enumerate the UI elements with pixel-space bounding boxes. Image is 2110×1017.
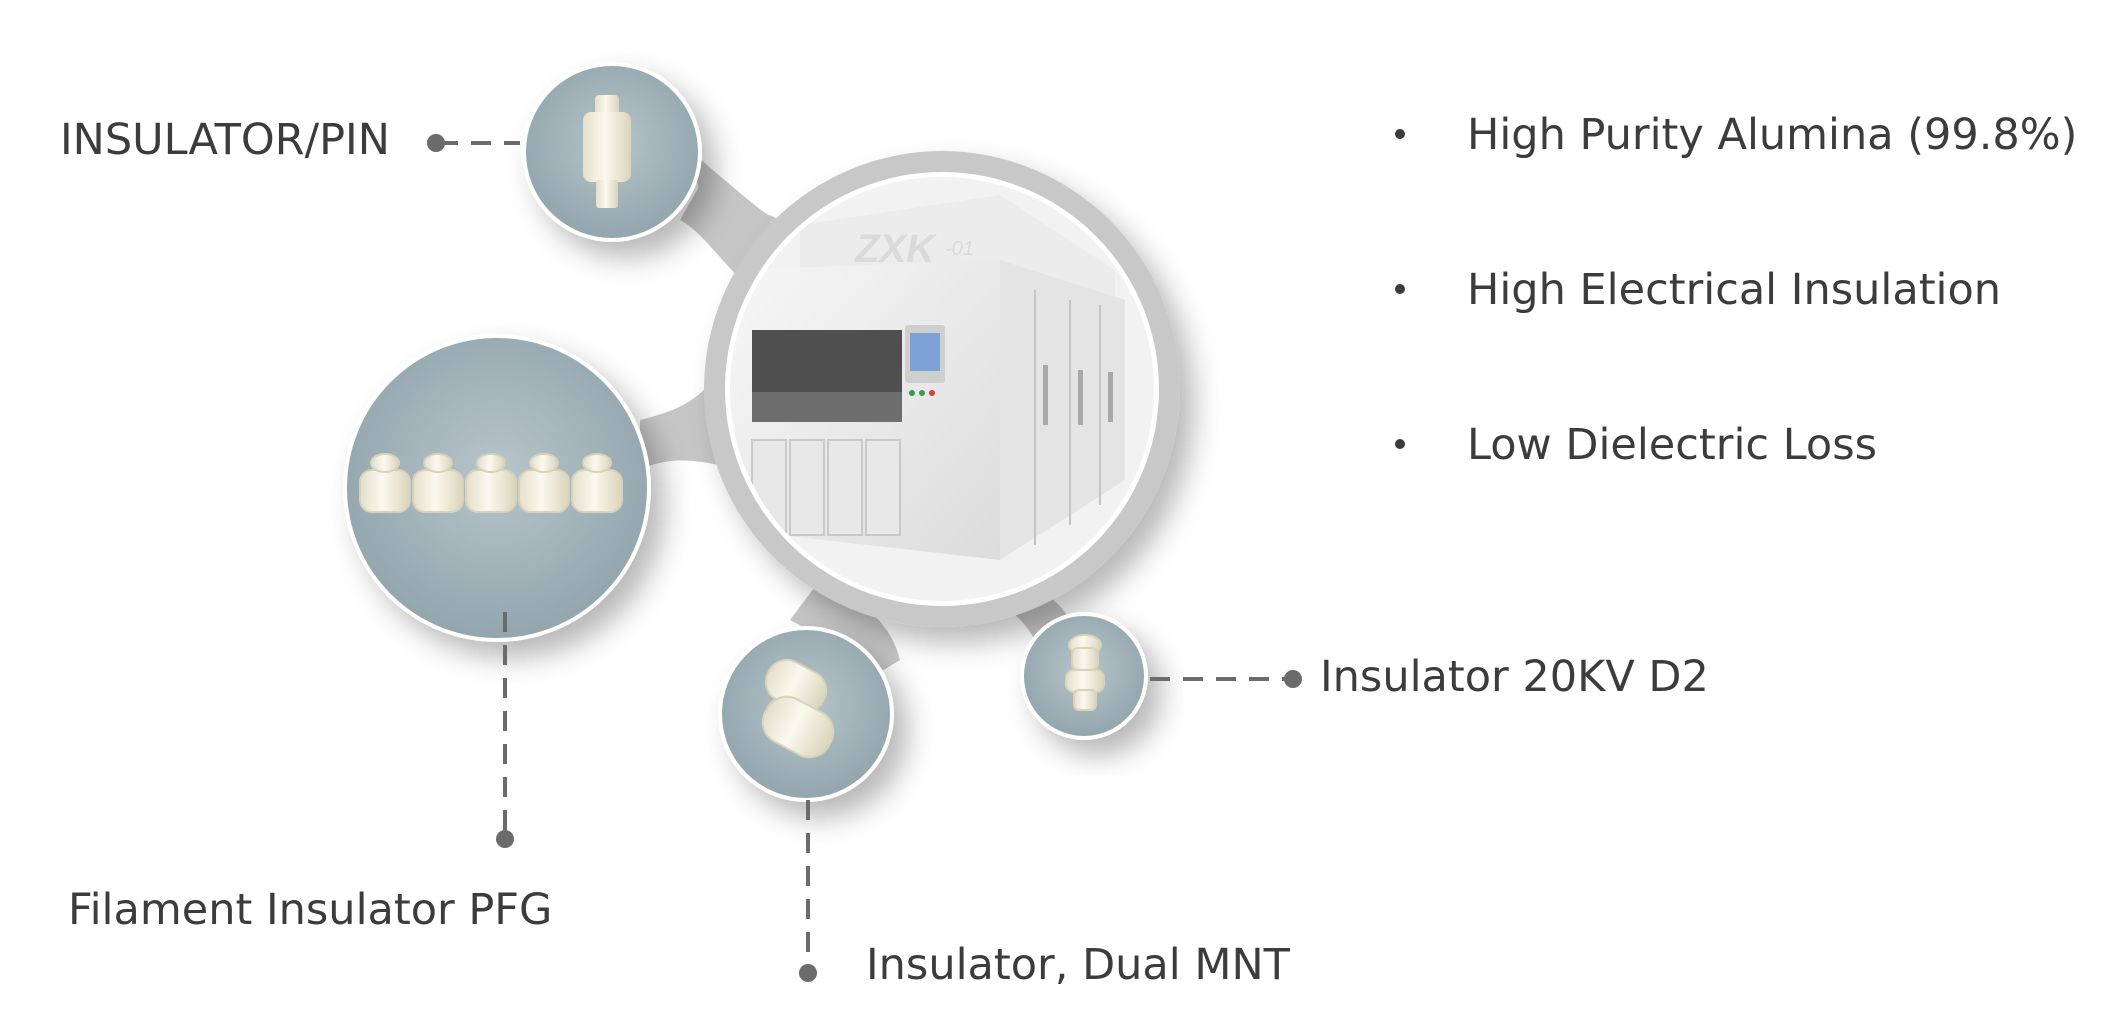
feature-item: High Purity Alumina (99.8%)	[1395, 110, 2077, 160]
label-insulator-20kv: Insulator 20KV D2	[1320, 652, 1709, 702]
feature-text: High Electrical Insulation	[1467, 265, 2002, 315]
machine-model-suffix: -01	[945, 238, 974, 260]
feature-item: High Electrical Insulation	[1395, 265, 2001, 315]
pin-insulator-image	[583, 95, 631, 208]
insulator-20kv-image	[1065, 634, 1105, 711]
label-dual-mnt: Insulator, Dual MNT	[866, 940, 1290, 990]
leader-lines	[438, 141, 1290, 966]
bullet-icon	[1395, 283, 1405, 294]
dual-mnt-image	[761, 658, 835, 759]
feature-text: Low Dielectric Loss	[1467, 420, 1878, 470]
machine-image: ZXK -01	[730, 177, 1154, 601]
feature-text: High Purity Alumina (99.8%)	[1467, 110, 2078, 160]
machine-brand-text: ZXK	[854, 227, 938, 271]
feature-item: Low Dielectric Loss	[1395, 420, 1877, 470]
bullet-icon	[1395, 438, 1405, 449]
label-insulator-pin: INSULATOR/PIN	[60, 115, 390, 165]
bullet-icon	[1395, 128, 1405, 139]
filament-insulator-image	[359, 453, 623, 513]
leader-dots	[427, 134, 1302, 982]
label-filament-insulator: Filament Insulator PFG	[68, 885, 553, 935]
